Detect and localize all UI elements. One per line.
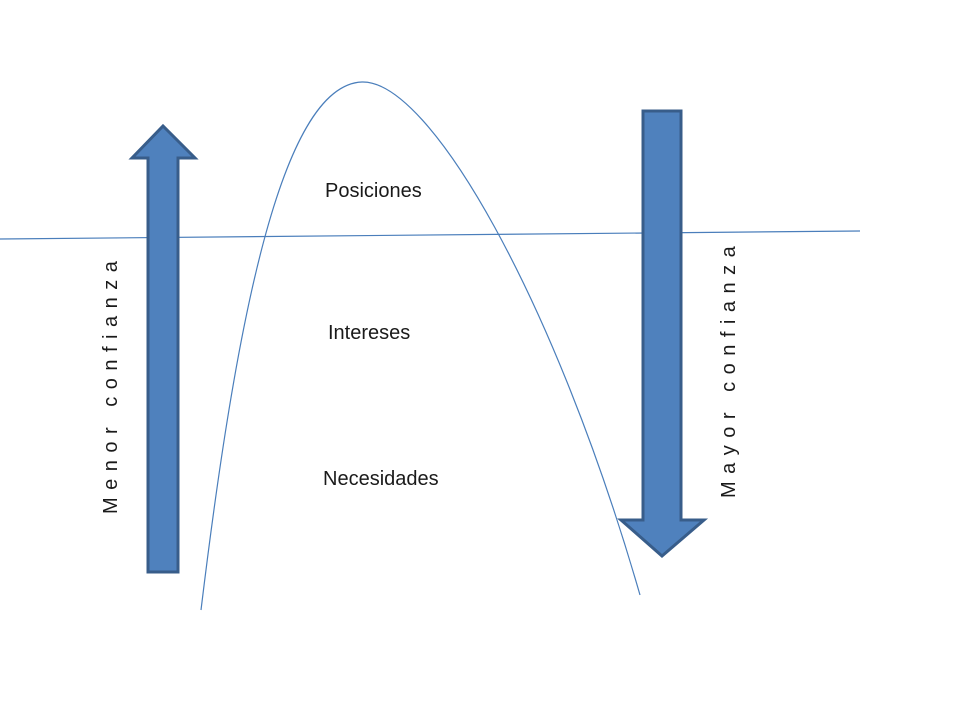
label-menor-confianza: Menor confianza [100, 253, 122, 514]
horizontal-divider-line [0, 230, 861, 240]
label-mayor-confianza: Mayor confianza [718, 238, 740, 498]
label-necesidades: Necesidades [323, 468, 439, 490]
label-intereses: Intereses [328, 322, 411, 344]
label-posiciones: Posiciones [325, 180, 422, 202]
down-arrow [617, 109, 709, 558]
parabola-curve [200, 81, 641, 611]
up-arrow [128, 123, 199, 574]
